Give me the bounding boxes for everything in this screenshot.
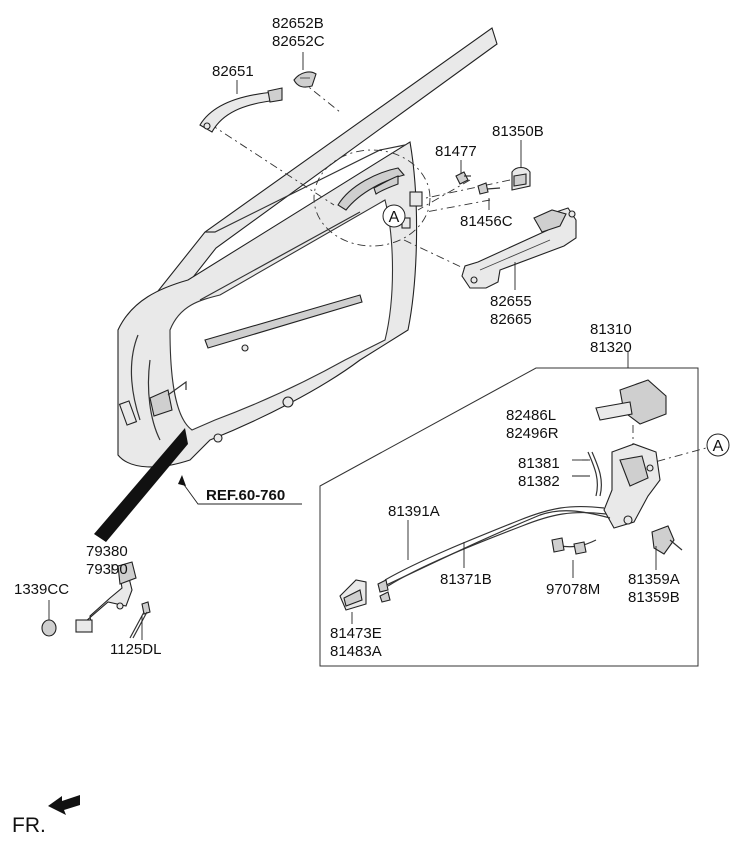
- label-82496R: 82496R: [506, 425, 559, 442]
- svg-text:A: A: [713, 438, 724, 455]
- label-81483A: 81483A: [330, 643, 382, 660]
- lock-assembly-box: [319, 367, 699, 667]
- front-direction-marker: FR.: [12, 795, 80, 837]
- label-81320: 81320: [590, 339, 632, 356]
- label-81382: 81382: [518, 473, 560, 490]
- bolt-81477: [455, 171, 471, 185]
- label-81310: 81310: [590, 321, 632, 338]
- label-81381: 81381: [518, 455, 560, 472]
- svg-text:FR.: FR.: [12, 814, 46, 837]
- inside-handle-81473: [339, 579, 367, 611]
- lock-cover-82486: [595, 379, 667, 425]
- actuator-81359: [651, 525, 683, 555]
- assembly-guide-lines: [209, 79, 707, 467]
- label-81350B: 81350B: [492, 123, 544, 140]
- door-checker-79380: [41, 428, 188, 639]
- label-81473E: 81473E: [330, 625, 382, 642]
- wiring-97078M: [551, 537, 597, 555]
- cylinder-81350B: [511, 166, 531, 191]
- label-82651: 82651: [212, 63, 254, 80]
- handle-area-detail-outline: [313, 149, 431, 247]
- label-1125DL: 1125DL: [110, 641, 161, 658]
- callout-a-latch: A: [706, 433, 730, 457]
- label-81371B: 81371B: [440, 571, 492, 588]
- handle-bracket-82655: [461, 207, 577, 289]
- label-82655: 82655: [490, 293, 532, 310]
- label-82486L: 82486L: [506, 407, 556, 424]
- leader-lines: [48, 52, 657, 640]
- label-81359A: 81359A: [628, 571, 680, 588]
- label-82652B: 82652B: [272, 15, 324, 32]
- label-82652C: 82652C: [272, 33, 325, 50]
- label-1339CC: 1339CC: [14, 581, 69, 598]
- label-81391A: 81391A: [388, 503, 440, 520]
- ref-label: REF.60-760: [206, 487, 285, 504]
- label-97078M: 97078M: [546, 581, 600, 598]
- label-82665: 82665: [490, 311, 532, 328]
- rod-81381: [587, 451, 603, 497]
- front-arrow-icon: [48, 795, 80, 815]
- label-81456C: 81456C: [460, 213, 513, 230]
- cable-81371B: [377, 510, 611, 603]
- callout-a-door: A: [382, 204, 406, 228]
- outside-handle-82651: [199, 87, 283, 133]
- handle-cover-82652: [293, 71, 317, 88]
- door-latch-81310: [603, 443, 661, 529]
- label-79390: 79390: [86, 561, 128, 578]
- label-79380: 79380: [86, 543, 128, 560]
- svg-text:A: A: [389, 209, 400, 226]
- label-81359B: 81359B: [628, 589, 680, 606]
- label-81477: 81477: [435, 143, 477, 160]
- front-door-frame: [117, 27, 498, 468]
- screw-81456C: [477, 182, 501, 195]
